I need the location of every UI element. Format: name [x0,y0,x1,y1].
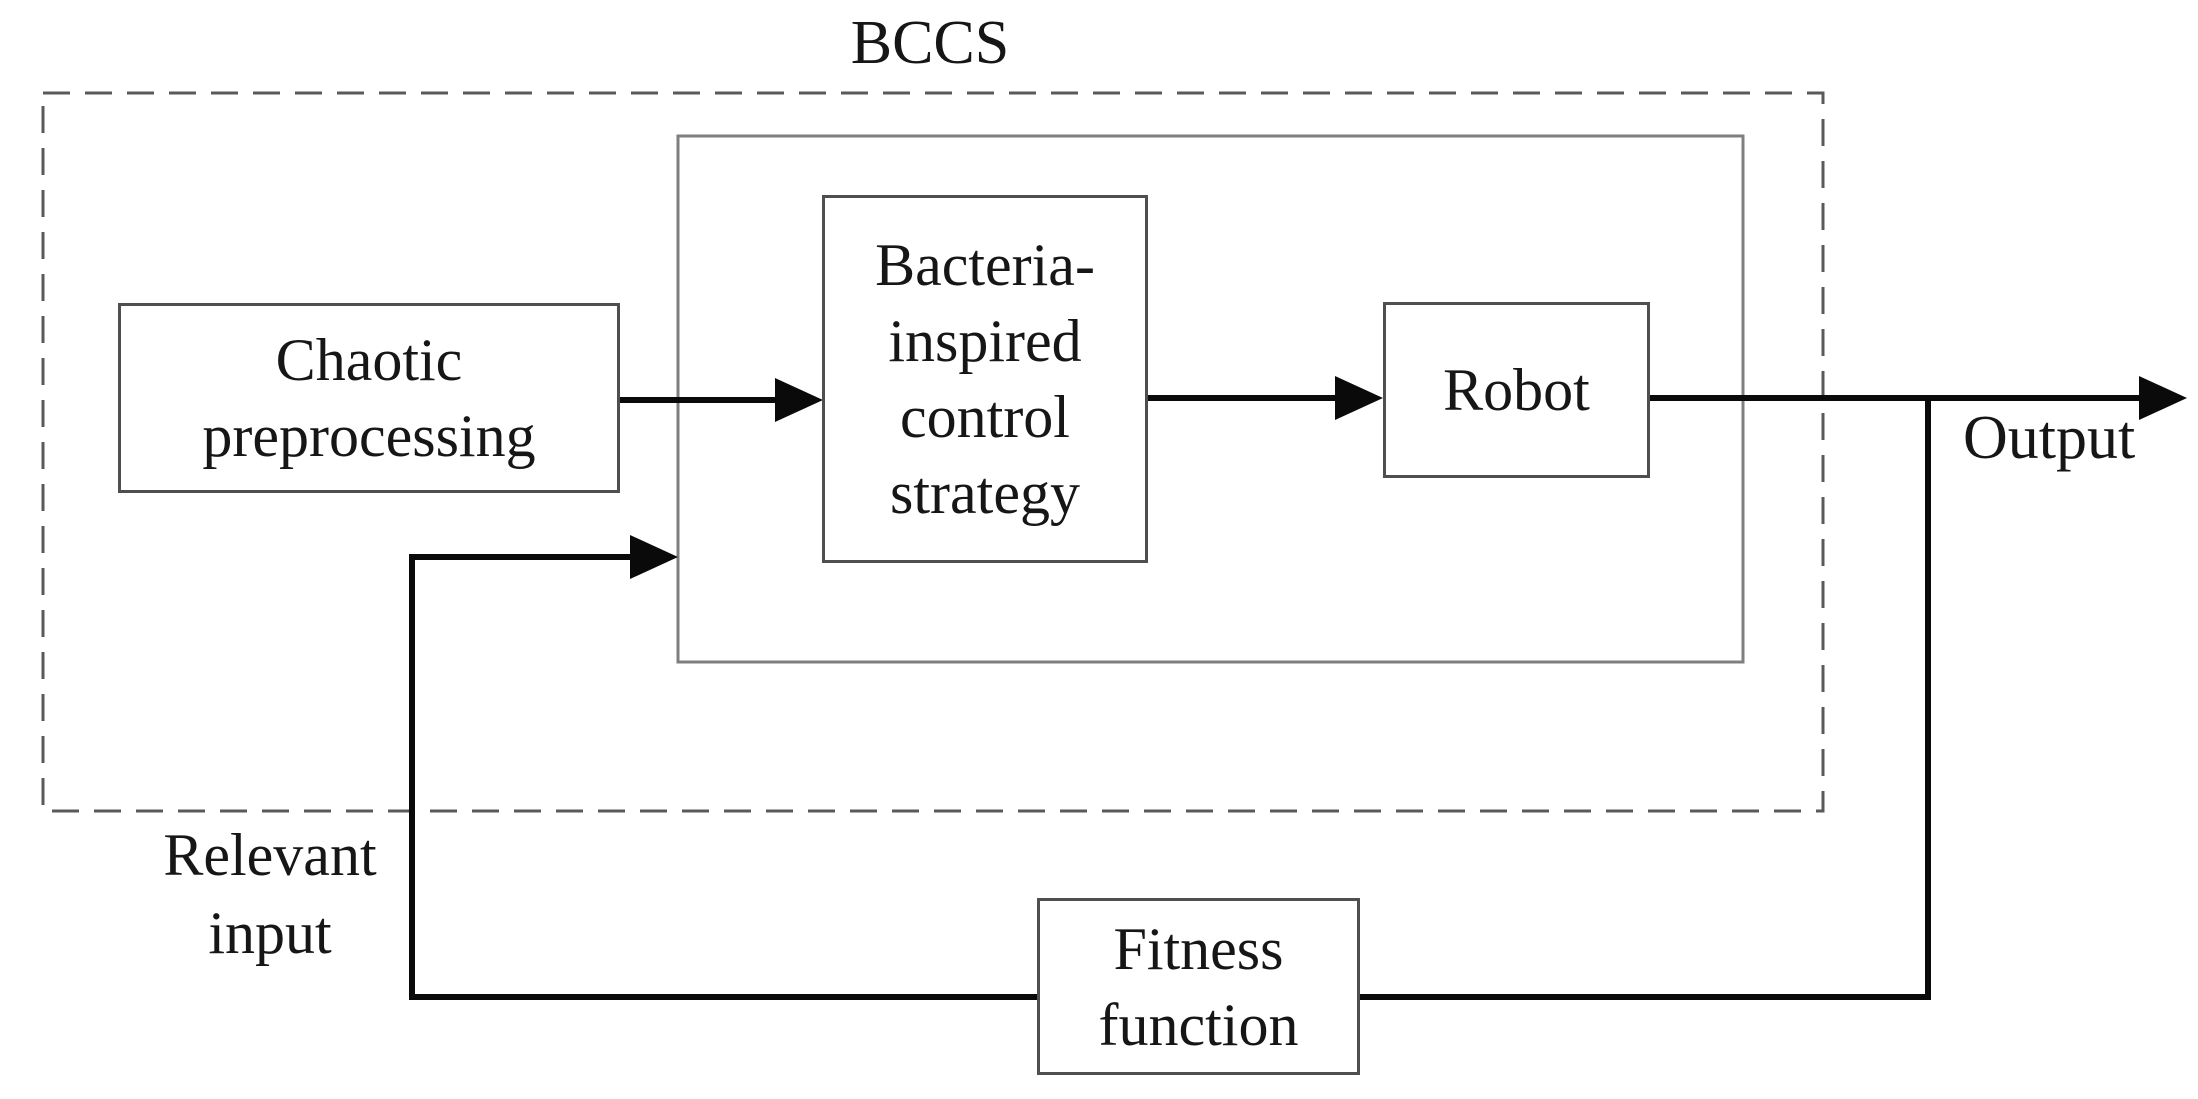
robot-label: Robot [1443,357,1590,423]
chaotic-preprocessing-label: Chaotic preprocessing [202,327,536,469]
feedback-left-path [409,554,1037,1000]
relevant-input-label: Relevant input [163,822,377,966]
arrow-output-head [2139,376,2187,420]
feedback-right-path [1360,398,1931,1000]
block-chaotic-preprocessing: Chaotic preprocessing [118,303,620,493]
bccs-dashed-boundary [41,91,1825,813]
block-bacteria-inspired-control-strategy: Bacteria- inspired control strategy [822,195,1148,563]
bccs-title: BCCS [850,9,1010,77]
block-fitness-function: Fitness function [1037,898,1360,1075]
output-label: Output [1963,404,2136,472]
arrow-chaotic-to-bacteria-head [775,378,823,422]
arrow-bacteria-to-robot-head [1335,376,1383,420]
fitness-function-label: Fitness function [1098,915,1299,1058]
block-robot: Robot [1383,302,1650,478]
bacteria-inspired-control-strategy-label: Bacteria- inspired control strategy [875,232,1095,526]
arrow-relevant-input-head [630,535,678,579]
